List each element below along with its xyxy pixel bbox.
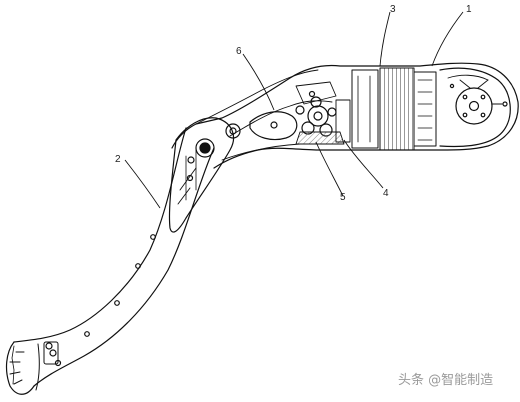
elbow-joint [168,117,241,233]
callout-2: 2 [115,154,121,165]
gear-cluster [295,96,351,145]
callout-6: 6 [236,46,242,57]
end-cap-hub [439,67,511,148]
callout-3: 3 [390,4,396,15]
motor-block [351,67,437,151]
callout-5: 5 [340,192,346,203]
callout-1: 1 [466,4,472,15]
leader-lines [124,11,464,209]
watermark-text: 头条 @智能制造 [398,372,493,388]
inner-linkage [249,81,337,141]
lower-link-arm [5,127,215,395]
upper-housing [171,62,519,169]
callout-4: 4 [383,188,389,199]
